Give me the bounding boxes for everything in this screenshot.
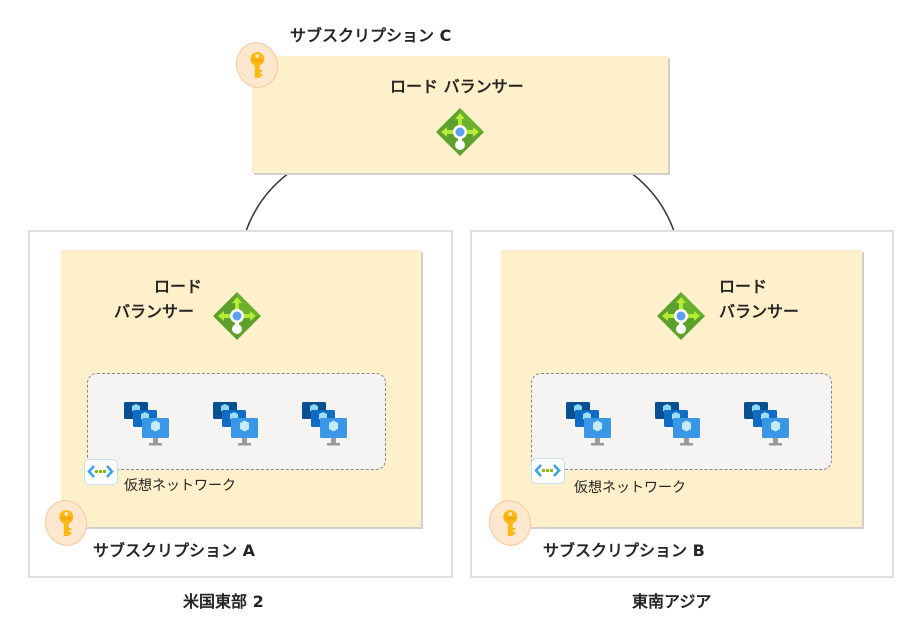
subscription-b-key-icon	[483, 495, 537, 551]
region-a-label: 米国東部 2	[183, 592, 264, 611]
subscription-c-key-icon	[230, 37, 284, 93]
load-balancer-c-label: ロード バランサー	[390, 77, 524, 96]
load-balancer-b-label-line2: バランサー	[719, 302, 800, 321]
vm-scale-set-a3-icon[interactable]	[301, 401, 351, 449]
subscription-a-key-icon	[39, 495, 93, 551]
load-balancer-c-icon[interactable]	[435, 107, 485, 157]
subscription-a-label: サブスクリプション A	[93, 541, 255, 560]
load-balancer-b-label-line1: ロード	[719, 277, 768, 296]
vm-scale-set-b3-icon[interactable]	[743, 401, 793, 449]
load-balancer-a-label-line2: バランサー	[114, 302, 195, 321]
vm-scale-set-b1-icon[interactable]	[565, 401, 615, 449]
subscription-c-label: サブスクリプション C	[290, 26, 452, 45]
subscription-b-label: サブスクリプション B	[543, 541, 705, 560]
vm-scale-set-a1-icon[interactable]	[123, 401, 173, 449]
vnet-b-icon	[531, 458, 565, 484]
load-balancer-b-icon[interactable]	[656, 291, 706, 341]
vnet-b-label: 仮想ネットワーク	[574, 480, 686, 496]
load-balancer-a-label-line1: ロード	[154, 277, 203, 296]
vnet-a-icon	[84, 459, 118, 485]
vm-scale-set-b2-icon[interactable]	[654, 401, 704, 449]
vnet-a-label: 仮想ネットワーク	[124, 478, 236, 494]
region-b-label: 東南アジア	[632, 592, 712, 611]
load-balancer-a-icon[interactable]	[212, 291, 262, 341]
vm-scale-set-a2-icon[interactable]	[212, 401, 262, 449]
